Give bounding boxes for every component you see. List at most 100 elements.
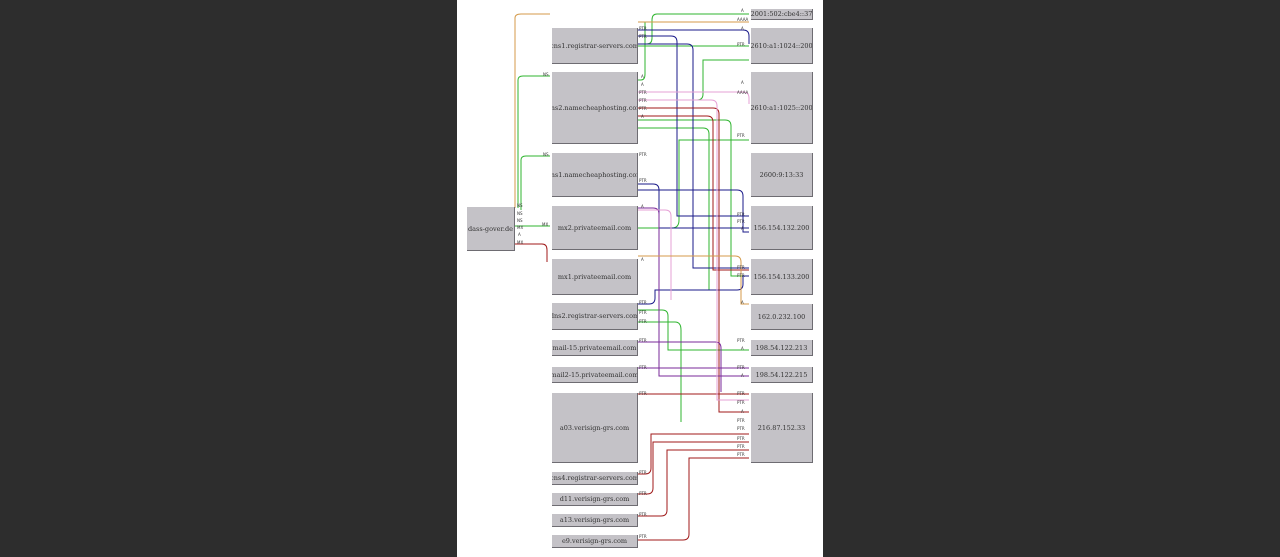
edge-label-aaaa: AAAA bbox=[737, 17, 749, 22]
edge-label-ns: NS bbox=[517, 218, 523, 223]
address-node: 156.154.132.200 bbox=[751, 206, 813, 250]
address-node: 198.54.122.215 bbox=[751, 367, 813, 383]
edge-label-ns: NS bbox=[543, 152, 549, 157]
edge-ns-dns1nch bbox=[520, 155, 550, 210]
edge-label-ptr: PTR bbox=[737, 436, 745, 441]
edge-ns-cns1 bbox=[514, 13, 550, 208]
edge-label-ptr: PTR bbox=[639, 34, 647, 39]
edge-label-ptr: PTR bbox=[639, 319, 647, 324]
edge-label-a: A bbox=[641, 114, 644, 119]
edge-label-a: A bbox=[741, 409, 744, 414]
nameserver-node: mail2-15.privateemail.com bbox=[552, 367, 638, 383]
edge-label-aaaa: AAAA bbox=[737, 90, 749, 95]
edge-label-ptr: PTR bbox=[737, 219, 745, 224]
edge-a-6 bbox=[638, 309, 749, 351]
edge-pink-1 bbox=[638, 91, 750, 104]
edge-label-a: A bbox=[641, 257, 644, 262]
edge-a-2 bbox=[638, 22, 646, 81]
edge-label-ptr: PTR bbox=[639, 310, 647, 315]
edge-a-7 bbox=[638, 321, 682, 422]
edge-pink-2 bbox=[638, 209, 672, 300]
nameserver-node: d11.verisign-grs.com bbox=[552, 493, 638, 506]
nameserver-node: mx1.privateemail.com bbox=[552, 259, 638, 295]
edge-label-ptr: PTR bbox=[737, 338, 745, 343]
edge-a-4 bbox=[638, 119, 749, 277]
edge-label-ptr: PTR bbox=[639, 391, 647, 396]
edge-label-ptr: PTR bbox=[639, 512, 647, 517]
edge-layer bbox=[514, 13, 750, 541]
edge-label-ptr: PTR bbox=[639, 534, 647, 539]
edge-label-ptr: PTR bbox=[639, 152, 647, 157]
edge-label-mx: MX bbox=[517, 225, 524, 230]
address-node: 2610:a1:1024::200 bbox=[751, 28, 813, 64]
edge-label-ptr: PTR bbox=[639, 300, 647, 305]
edge-red-6 bbox=[638, 107, 749, 413]
edge-label-a: A bbox=[641, 204, 644, 209]
nameserver-node: mx2.privateemail.com bbox=[552, 206, 638, 250]
nameserver-node: e9.verisign-grs.com bbox=[552, 535, 638, 548]
edge-pink-3 bbox=[638, 99, 749, 401]
edge-label-ptr: PTR bbox=[639, 470, 647, 475]
diagram-canvas: dass-gover.de cns1.registrar-servers.com… bbox=[457, 0, 823, 557]
nameserver-node: a13.verisign-grs.com bbox=[552, 514, 638, 527]
edge-label-ptr: PTR bbox=[639, 90, 647, 95]
edge-label-ptr: PTR bbox=[639, 26, 647, 31]
edge-ptr-2 bbox=[638, 29, 750, 44]
edge-red-3 bbox=[638, 441, 749, 495]
edge-mx-mx1 bbox=[515, 243, 548, 262]
address-node: 198.54.122.213 bbox=[751, 340, 813, 356]
edge-label-ptr: PTR bbox=[737, 365, 745, 370]
edge-a-1 bbox=[638, 13, 749, 45]
edge-orange-2 bbox=[638, 255, 749, 305]
address-node: 156.154.133.200 bbox=[751, 259, 813, 295]
edge-label-ptr: PTR bbox=[737, 400, 745, 405]
edge-red-4 bbox=[638, 449, 749, 517]
edge-a-3 bbox=[638, 127, 710, 290]
nameserver-node: dns1.namecheaphosting.com bbox=[552, 153, 638, 197]
edge-label-ptr: PTR bbox=[639, 178, 647, 183]
edge-label-ptr: PTR bbox=[639, 98, 647, 103]
edge-ptr-6 bbox=[638, 43, 749, 269]
address-node: 2610:a1:1025::200 bbox=[751, 72, 813, 144]
edge-label-a: A bbox=[741, 300, 744, 305]
address-node: 216.87.152.33 bbox=[751, 393, 813, 463]
edge-label-a: A bbox=[741, 8, 744, 13]
edge-label-ptr: PTR bbox=[737, 418, 745, 423]
nameserver-node: mail-15.privateemail.com bbox=[552, 340, 638, 356]
edge-label-ptr: PTR bbox=[737, 273, 745, 278]
edge-label-a: A bbox=[741, 80, 744, 85]
edge-ptr-4 bbox=[638, 189, 749, 233]
edge-label-a: A bbox=[518, 232, 521, 237]
nameserver-node: dns2.namecheaphosting.com bbox=[552, 72, 638, 144]
source-node: dass-gover.de bbox=[467, 207, 515, 251]
edge-purple-2 bbox=[638, 341, 722, 392]
edge-label-ptr: PTR bbox=[639, 338, 647, 343]
edge-label-a: A bbox=[641, 82, 644, 87]
edge-red-7 bbox=[638, 433, 749, 475]
edge-label-mx: MX bbox=[517, 240, 524, 245]
edge-label-a: A bbox=[641, 74, 644, 79]
nameserver-node: a03.verisign-grs.com bbox=[552, 393, 638, 463]
edge-label-ptr: PTR bbox=[737, 452, 745, 457]
edge-label-a: A bbox=[741, 26, 744, 31]
edge-label-a: A bbox=[741, 346, 744, 351]
edge-ns-dns2nch bbox=[517, 75, 550, 208]
address-node: 2600:9:13:33 bbox=[751, 153, 813, 197]
nameserver-node: cns4.registrar-servers.com bbox=[552, 472, 638, 485]
edge-red-5 bbox=[638, 457, 749, 541]
edge-ptr-5 bbox=[638, 275, 749, 305]
edge-label-a: A bbox=[741, 373, 744, 378]
edge-label-a: A bbox=[741, 226, 744, 231]
edge-label-ptr: PTR bbox=[737, 444, 745, 449]
edge-label-ptr: PTR bbox=[737, 212, 745, 217]
edge-label-mx: MX bbox=[542, 222, 549, 227]
edge-ptr-1 bbox=[638, 35, 749, 217]
edge-label-ns: NS bbox=[517, 203, 523, 208]
edge-label-ptr: PTR bbox=[737, 265, 745, 270]
nameserver-node: cns1.registrar-servers.com bbox=[552, 28, 638, 64]
nameserver-node: dns2.registrar-servers.com bbox=[552, 303, 638, 330]
edge-label-ns: NS bbox=[517, 211, 523, 216]
address-node: 2001:502:cbe4::37 bbox=[751, 9, 813, 20]
edge-label-ptr: PTR bbox=[737, 133, 745, 138]
edge-label-ns: NS bbox=[543, 72, 549, 77]
